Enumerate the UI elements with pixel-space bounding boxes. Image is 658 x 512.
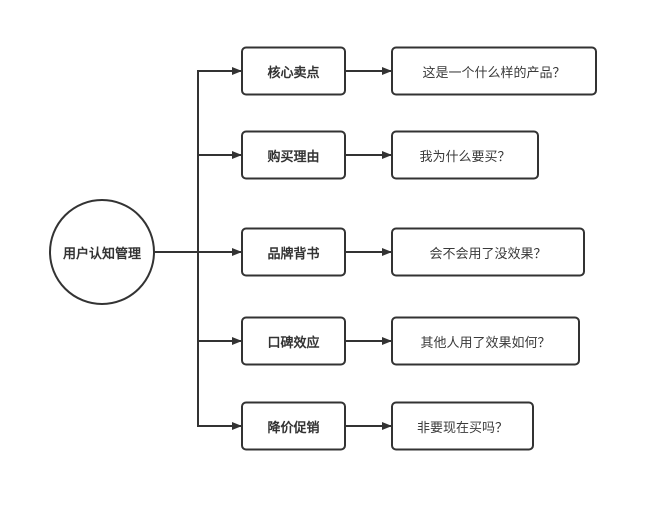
question-node[interactable]: [391, 46, 597, 96]
branch-label: 购买理由: [267, 149, 320, 165]
question-node[interactable]: [391, 316, 580, 366]
branch-label: 品牌背书: [267, 246, 320, 262]
question-node[interactable]: [391, 401, 534, 451]
question-label: 这是一个什么样的产品？: [422, 65, 566, 81]
question-label: 非要现在买吗？: [416, 420, 508, 436]
question-label: 其他人用了效果如何？: [420, 335, 551, 351]
question-label: 会不会用了没效果？: [429, 246, 547, 262]
branch-label: 口碑效应: [267, 335, 320, 351]
root-label: 用户认知管理: [62, 246, 141, 262]
question-label: 我为什么要买？: [419, 149, 511, 165]
branch-label: 降价促销: [267, 420, 320, 436]
question-node[interactable]: [391, 227, 585, 277]
question-node[interactable]: [391, 130, 539, 180]
branch-label: 核心卖点: [267, 65, 320, 81]
